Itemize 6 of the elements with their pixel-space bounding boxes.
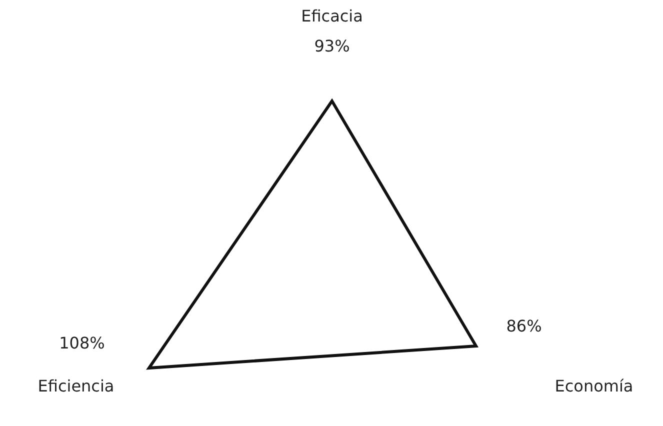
value-label: 93%	[314, 36, 350, 56]
axis-label: Economía	[554, 376, 634, 396]
axis-label: Eficacia	[301, 6, 363, 26]
value-label: 108%	[59, 334, 105, 352]
value-label: 86%	[506, 316, 542, 336]
axis-label: Eficiencia	[38, 376, 114, 396]
